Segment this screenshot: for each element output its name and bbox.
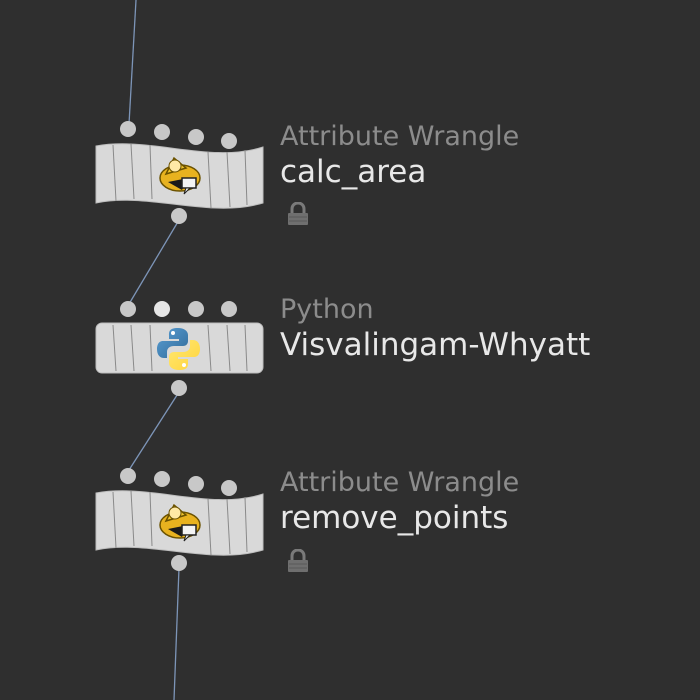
output-port[interactable] <box>171 208 187 224</box>
wire-remove-points-to-output[interactable] <box>173 567 180 700</box>
wire-input-to-calc-area[interactable] <box>128 0 137 125</box>
input-port[interactable] <box>188 476 204 492</box>
node-label-remove-points: Attribute Wrangle remove_points <box>280 467 519 537</box>
input-port[interactable] <box>188 301 204 317</box>
input-port[interactable] <box>221 133 237 149</box>
input-ports <box>120 468 237 496</box>
node-body-stripes <box>112 324 248 372</box>
node-body[interactable] <box>95 322 264 374</box>
node-type-label: Attribute Wrangle <box>280 467 520 498</box>
node-remove-points[interactable] <box>95 468 264 571</box>
input-port[interactable] <box>221 301 237 317</box>
output-port[interactable] <box>171 380 187 396</box>
node-type-label: Attribute Wrangle <box>280 121 520 152</box>
node-label-visvalingam-whyatt: Python Visvalingam-Whyatt <box>280 294 590 364</box>
lock-icon[interactable] <box>287 202 309 226</box>
wire-calc-area-to-python[interactable] <box>128 219 180 305</box>
wires <box>128 0 180 700</box>
input-port[interactable] <box>188 129 204 145</box>
output-port[interactable] <box>171 555 187 571</box>
input-port[interactable] <box>120 121 136 137</box>
input-port[interactable] <box>154 301 170 317</box>
node-visvalingam-whyatt[interactable] <box>95 301 264 396</box>
node-body-stripes <box>112 490 248 556</box>
wire-python-to-remove-points[interactable] <box>128 391 180 471</box>
python-logo-icon <box>157 328 200 370</box>
input-port[interactable] <box>154 124 170 140</box>
node-type-label: Python <box>280 294 374 325</box>
node-calc-area[interactable] <box>95 121 264 224</box>
input-ports <box>120 301 237 317</box>
input-port[interactable] <box>120 468 136 484</box>
input-port[interactable] <box>120 301 136 317</box>
node-name-label[interactable]: calc_area <box>280 154 427 190</box>
node-name-label[interactable]: Visvalingam-Whyatt <box>280 327 591 363</box>
node-body-stripes <box>112 143 248 209</box>
lock-icon[interactable] <box>287 549 309 573</box>
node-label-calc-area: Attribute Wrangle calc_area <box>280 121 519 191</box>
wrangle-wizard-icon <box>159 156 201 195</box>
wrangle-wizard-icon <box>159 503 201 542</box>
input-port[interactable] <box>154 471 170 487</box>
node-name-label[interactable]: remove_points <box>280 500 509 536</box>
input-ports <box>120 121 237 149</box>
input-port[interactable] <box>221 480 237 496</box>
